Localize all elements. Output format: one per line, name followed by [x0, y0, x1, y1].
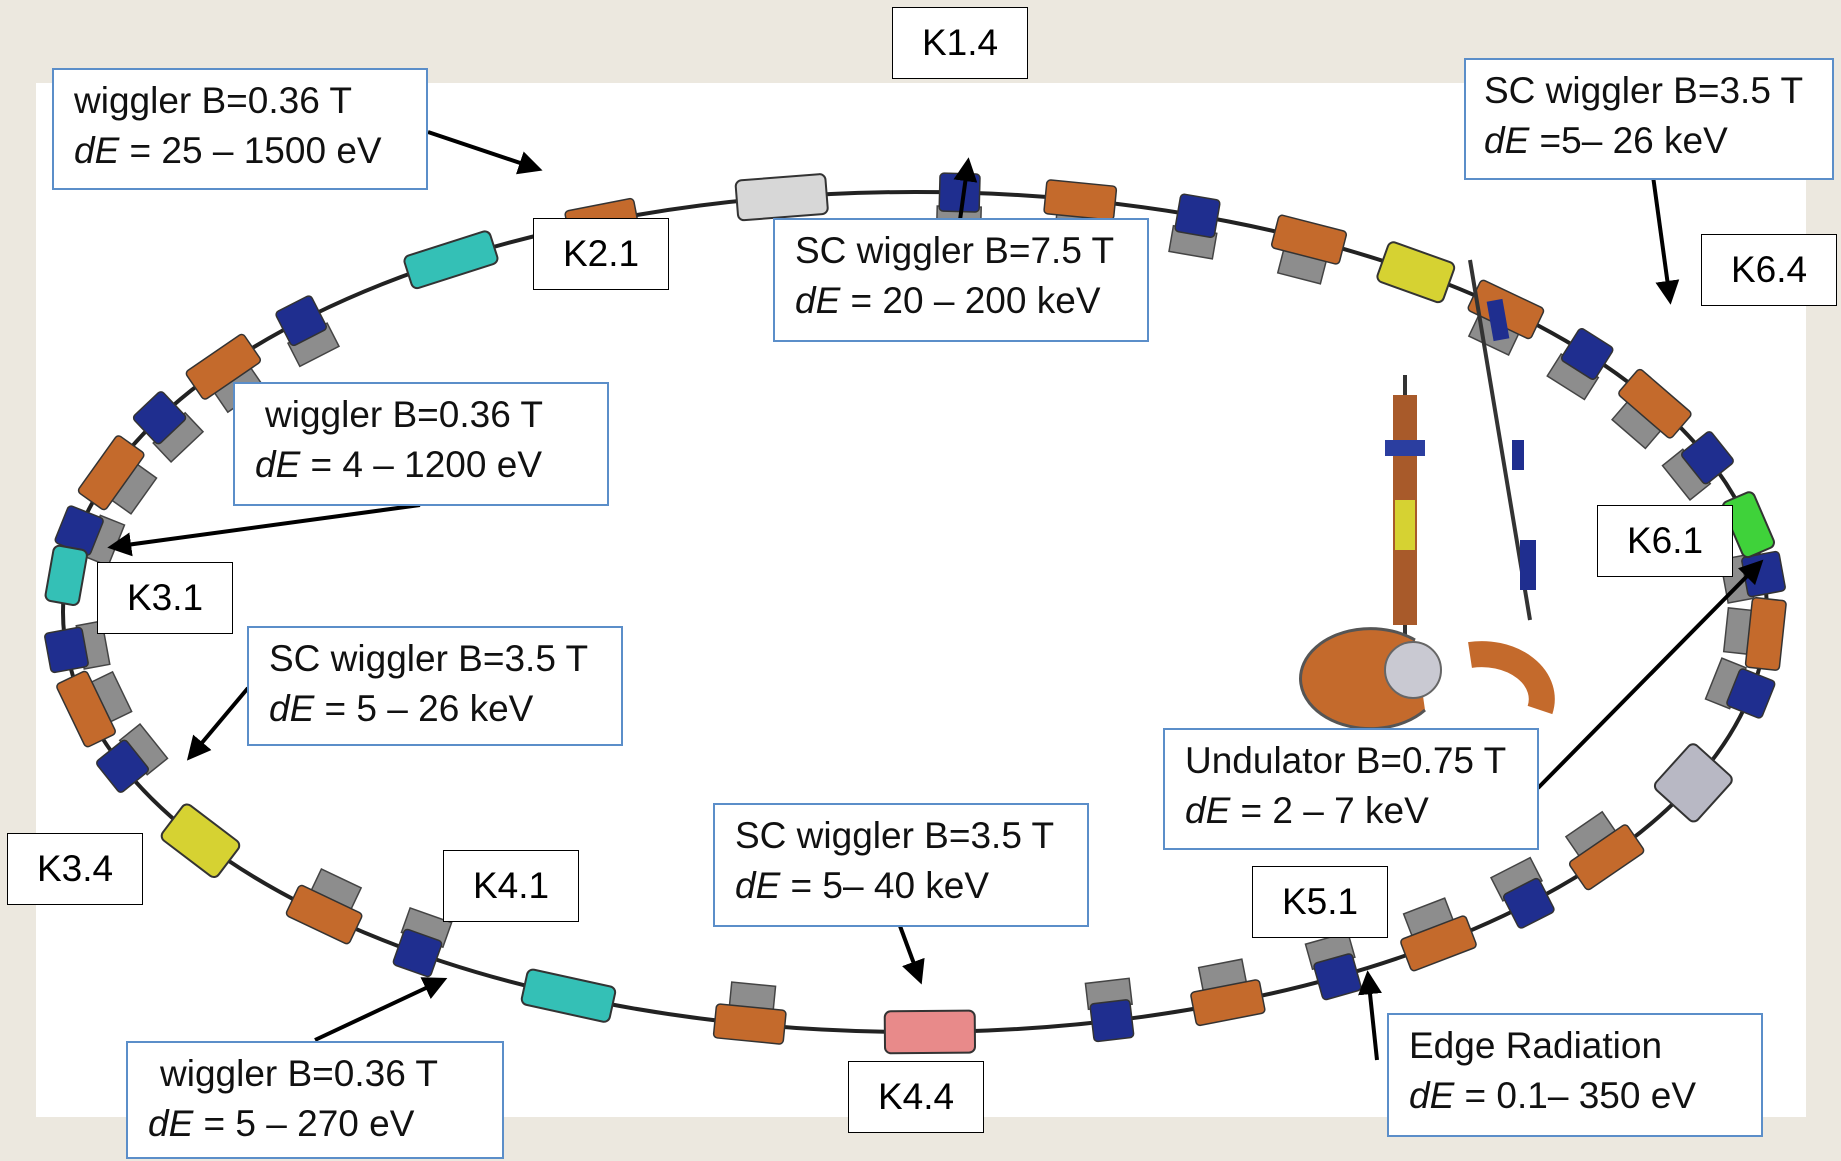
callout-title: wiggler B=0.36 T — [74, 80, 353, 121]
quadrupole-magnet — [1704, 657, 1776, 719]
sc-wiggler-k3-4 — [160, 803, 241, 879]
wiggler-k2-1 — [403, 230, 499, 290]
callout-sc-wiggler-k34: SC wiggler B=3.5 T dE = 5 – 26 keV — [247, 626, 623, 746]
callout-wiggler-k31: wiggler B=0.36 T dE = 4 – 1200 eV — [233, 382, 609, 506]
callout-de: dE — [1185, 790, 1231, 831]
arrow-sc-wiggler-k44 — [898, 925, 925, 985]
callout-edge-radiation: Edge Radiation dE = 0.1– 350 eV — [1387, 1013, 1763, 1137]
sc-wiggler-k4-4 — [883, 1009, 976, 1055]
quadrupole-magnet — [1489, 856, 1555, 929]
dipole-magnet — [1400, 897, 1477, 972]
callout-range: =5– 26 keV — [1529, 120, 1728, 161]
callout-range: = 20 – 200 keV — [840, 280, 1101, 321]
arrow-wiggler-k41 — [314, 977, 448, 1042]
callout-de: dE — [269, 688, 315, 729]
section-label-k3-4: K3.4 — [7, 833, 143, 905]
quadrupole-magnet — [1084, 977, 1135, 1043]
callout-de: dE — [1484, 120, 1530, 161]
callout-title: wiggler B=0.36 T — [265, 394, 544, 435]
dipole-magnet — [285, 868, 363, 945]
arrow-wiggler-k21 — [427, 130, 543, 175]
dipole-magnet — [77, 435, 158, 515]
callout-range: = 25 – 1500 eV — [119, 130, 382, 171]
section-label-k4-4: K4.4 — [848, 1061, 984, 1133]
callout-sc-wiggler-k44: SC wiggler B=3.5 T dE = 5– 40 keV — [713, 803, 1089, 927]
dipole-magnet — [1564, 810, 1645, 891]
sc-wiggler-k6-4 — [1376, 241, 1456, 304]
callout-de: dE — [148, 1103, 194, 1144]
quadrupole-magnet — [1168, 193, 1221, 260]
wiggler-k3-1 — [44, 544, 88, 606]
callout-title: wiggler B=0.36 T — [160, 1053, 439, 1094]
dipole-magnet — [712, 981, 787, 1045]
rf-cavity — [1653, 743, 1733, 823]
callout-de: dE — [74, 130, 120, 171]
dipole-magnet — [1611, 368, 1692, 450]
arrow-sc-wiggler-k34 — [186, 686, 250, 761]
arrow-edge-radiation — [1358, 970, 1382, 1061]
quadrupole-magnet — [275, 295, 341, 368]
callout-sc-wiggler-k64: SC wiggler B=3.5 T dE =5– 26 keV — [1464, 58, 1834, 180]
dipole-magnet — [56, 670, 133, 748]
callout-title: SC wiggler B=3.5 T — [1484, 70, 1804, 111]
callout-arrows — [107, 130, 1764, 1061]
section-label-k1-4: K1.4 — [892, 7, 1028, 79]
injection-beamline — [1299, 259, 1555, 731]
dipole-magnet — [1270, 214, 1348, 285]
arrow-undulator-k61 — [1536, 559, 1764, 790]
callout-de: dE — [735, 865, 781, 906]
callout-wiggler-k41: wiggler B=0.36 T dE = 5 – 270 eV — [126, 1041, 504, 1159]
section-label-k6-4: K6.4 — [1701, 234, 1837, 306]
callout-range: = 5 – 26 keV — [314, 688, 534, 729]
callout-sc-wiggler-k14: SC wiggler B=7.5 T dE = 20 – 200 keV — [773, 218, 1149, 342]
quadrupole-magnet — [1304, 931, 1362, 1001]
section-label-k3-1: K3.1 — [97, 562, 233, 634]
quadrupole-magnet — [96, 723, 169, 793]
callout-range: = 2 – 7 keV — [1230, 790, 1429, 831]
callout-title: SC wiggler B=7.5 T — [795, 230, 1115, 271]
callout-undulator-k61: Undulator B=0.75 T dE = 2 – 7 keV — [1163, 728, 1539, 850]
callout-range: = 5– 40 keV — [780, 865, 990, 906]
section-label-k4-1: K4.1 — [443, 850, 579, 922]
quadrupole-magnet — [132, 391, 205, 464]
callout-range: = 0.1– 350 eV — [1454, 1075, 1696, 1116]
quadrupole-magnet — [1546, 327, 1614, 401]
dipole-magnet — [1722, 597, 1787, 671]
callout-title: SC wiggler B=3.5 T — [735, 815, 1055, 856]
arrow-sc-wiggler-k14 — [953, 157, 978, 221]
section-label-k2-1: K2.1 — [533, 218, 669, 290]
wiggler-k4-1 — [520, 968, 617, 1023]
callout-de: dE — [1409, 1075, 1455, 1116]
callout-title: Edge Radiation — [1409, 1025, 1663, 1066]
arrow-sc-wiggler-k64 — [1651, 175, 1680, 305]
quadrupole-magnet — [1661, 431, 1734, 501]
sc-wiggler-k1-4 — [734, 173, 829, 222]
callout-de: dE — [255, 444, 301, 485]
callout-de: dE — [795, 280, 841, 321]
callout-range: = 4 – 1200 eV — [300, 444, 542, 485]
section-label-k5-1: K5.1 — [1252, 866, 1388, 938]
callout-range: = 5 – 270 eV — [193, 1103, 415, 1144]
callout-title: SC wiggler B=3.5 T — [269, 638, 589, 679]
quadrupole-magnet — [54, 505, 126, 567]
section-label-k6-1: K6.1 — [1597, 505, 1733, 577]
callout-wiggler-k21: wiggler B=0.36 T dE = 25 – 1500 eV — [52, 68, 428, 190]
arrow-wiggler-k31 — [107, 503, 421, 557]
quadrupole-magnet — [392, 906, 453, 978]
callout-title: Undulator B=0.75 T — [1185, 740, 1507, 781]
dipole-magnet — [1190, 958, 1266, 1027]
